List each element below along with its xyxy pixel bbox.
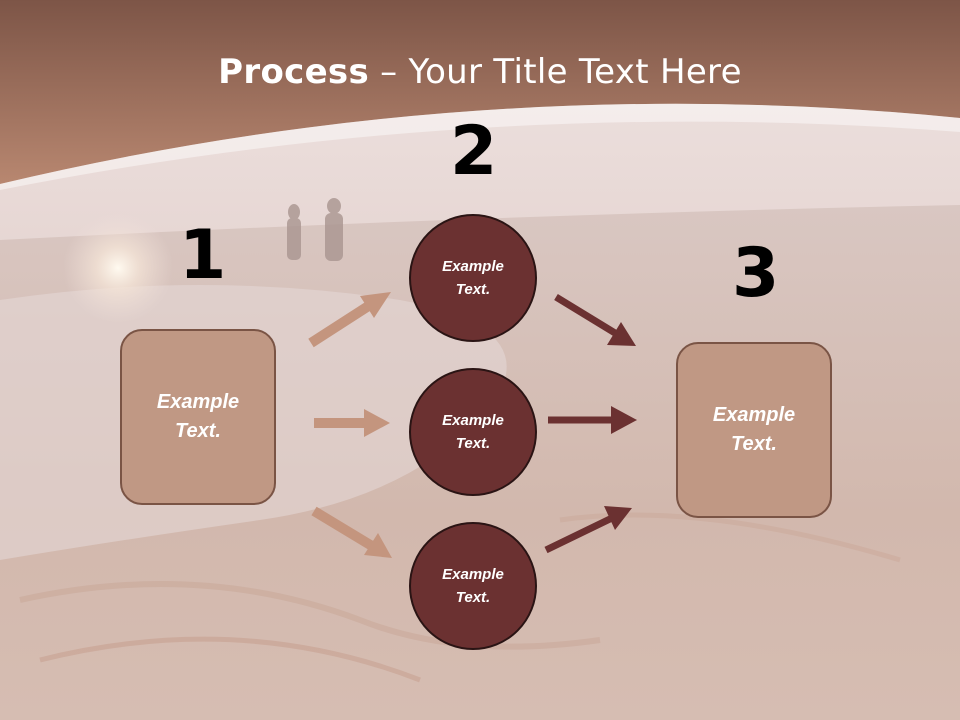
step-3-text: Example Text.: [712, 404, 796, 455]
title-bold: Process: [218, 52, 370, 92]
arrow-right-dark: [548, 406, 637, 434]
arrow-down-right-dark: [554, 294, 636, 346]
step-1-box: Example Text.: [120, 329, 276, 505]
step-1-text: Example Text.: [156, 391, 240, 442]
step-number-1: 1: [179, 216, 227, 295]
circle-middle: Example Text.: [409, 368, 537, 496]
title-rest: – Your Title Text Here: [369, 52, 742, 92]
arrow-down-right-light: [311, 506, 392, 558]
arrow-up-right-light: [308, 292, 391, 348]
step-number-2: 2: [450, 112, 498, 191]
step-number-3: 3: [732, 234, 780, 313]
arrow-up-right-dark: [544, 506, 632, 554]
circle-middle-text: Example Text.: [442, 412, 504, 452]
step-3-box: Example Text.: [676, 342, 832, 518]
circle-bottom: Example Text.: [409, 522, 537, 650]
arrow-right-light: [314, 409, 390, 437]
slide-title: Process – Your Title Text Here: [0, 52, 960, 92]
circle-bottom-text: Example Text.: [442, 566, 504, 606]
circle-top: Example Text.: [409, 214, 537, 342]
circle-top-text: Example Text.: [442, 258, 504, 298]
